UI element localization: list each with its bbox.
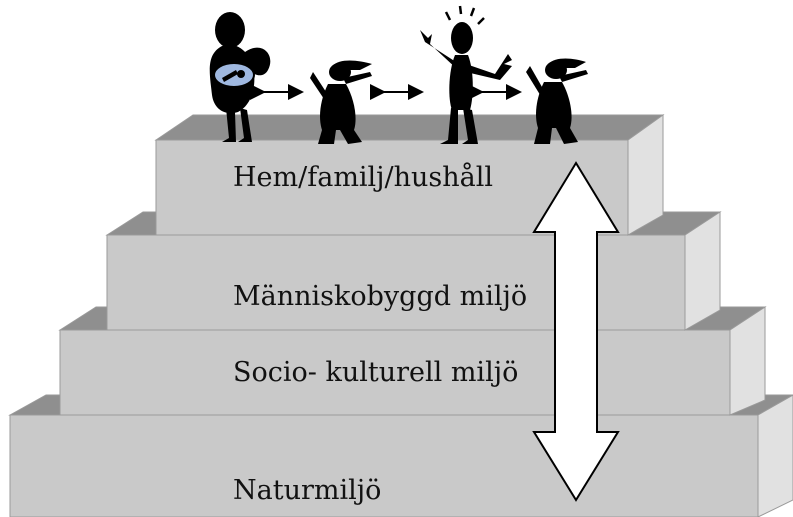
child-figure-icon-2 <box>526 58 588 144</box>
excited-adult-figure-icon <box>420 5 512 144</box>
step-naturmiljo-front <box>9 414 759 517</box>
tier-label-hem-familj: Hem/familj/hushåll <box>233 161 493 193</box>
tier-label-naturmiljo: Naturmiljö <box>233 475 381 506</box>
tier-label-socio-kulturell: Socio- kulturell miljö <box>233 357 518 388</box>
tier-label-manniskobyggd: Människobyggd miljö <box>233 281 527 312</box>
step-socio-kulturell-front <box>59 329 731 416</box>
child-figure-icon <box>310 60 372 144</box>
parent-holding-baby-icon <box>209 12 271 142</box>
step-naturmiljo-side <box>757 394 793 517</box>
double-headed-arrow <box>532 161 620 502</box>
